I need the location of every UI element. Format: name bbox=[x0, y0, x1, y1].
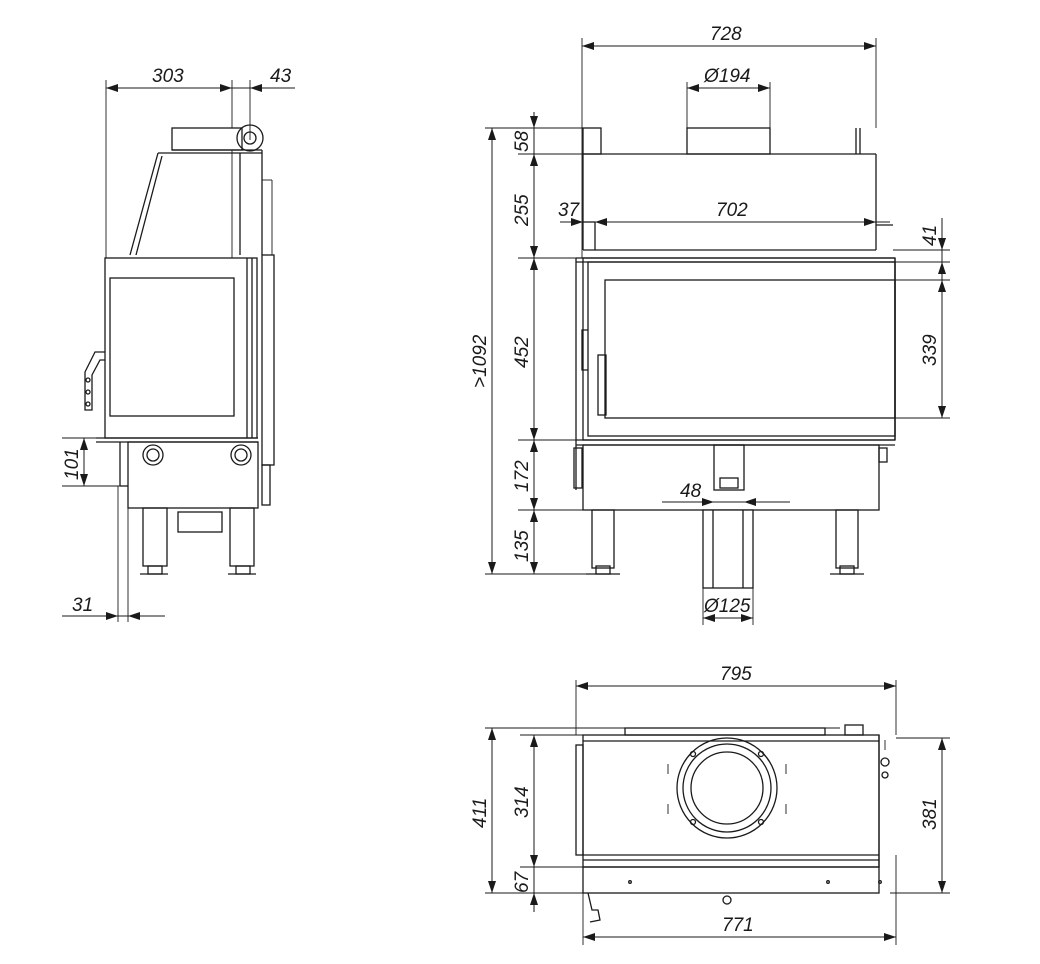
dim-339-label: 339 bbox=[920, 334, 941, 366]
dim-41-label: 41 bbox=[920, 225, 941, 246]
dim-58-label: 58 bbox=[512, 130, 533, 152]
top-view bbox=[485, 680, 950, 945]
dim-795-label: 795 bbox=[720, 664, 752, 685]
dim-67-label: 67 bbox=[512, 870, 533, 893]
dim-452-label: 452 bbox=[512, 336, 533, 368]
front-view bbox=[573, 38, 896, 625]
dim-172-label: 172 bbox=[512, 460, 533, 492]
dim-43-label: 43 bbox=[270, 66, 292, 87]
side-view-dimensions: 303 43 101 31 bbox=[62, 66, 295, 620]
dim-air-125-label: Ø125 bbox=[703, 596, 751, 617]
dim-702-label: 702 bbox=[716, 200, 748, 221]
dim-771-label: 771 bbox=[722, 915, 754, 936]
dim-314-label: 314 bbox=[512, 786, 533, 818]
dim-31-label: 31 bbox=[72, 595, 93, 616]
dim-381-label: 381 bbox=[920, 798, 941, 830]
dim-303-label: 303 bbox=[152, 66, 184, 87]
side-view bbox=[84, 80, 275, 622]
top-view-dimensions: 795 411 314 67 381 771 bbox=[470, 664, 946, 941]
dim-37-label: 37 bbox=[558, 200, 581, 221]
dim-flue-194-label: Ø194 bbox=[703, 66, 750, 87]
dim-411-label: 411 bbox=[470, 798, 491, 828]
dim-135-label: 135 bbox=[512, 530, 533, 562]
dim-255-label: 255 bbox=[512, 194, 533, 227]
dim-101-label: 101 bbox=[62, 448, 83, 480]
front-view-dimensions: 728 Ø194 58 255 452 172 135 >1092 bbox=[470, 24, 950, 622]
dim-total-height-label: >1092 bbox=[470, 334, 491, 388]
dim-48-label: 48 bbox=[680, 481, 702, 502]
dim-728-label: 728 bbox=[710, 24, 742, 45]
